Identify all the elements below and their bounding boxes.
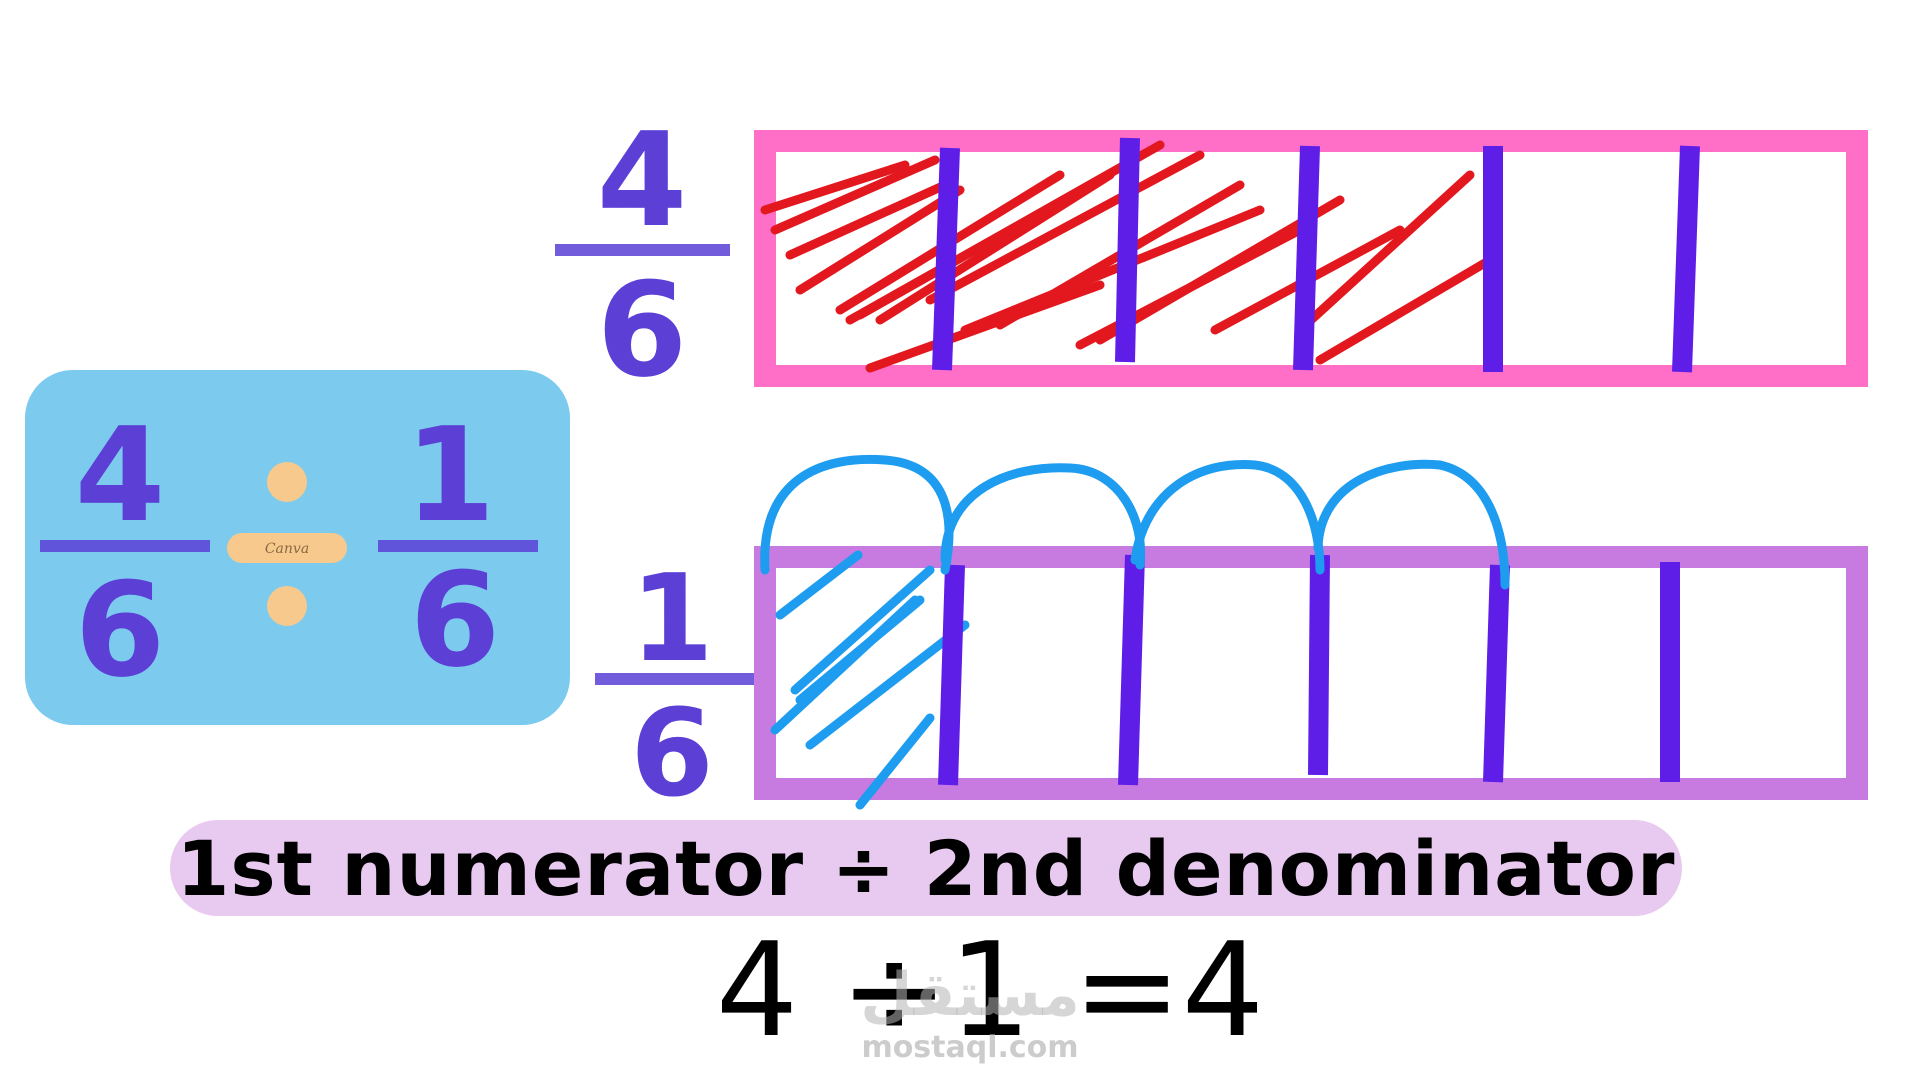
card-right-fraction-bar	[378, 540, 538, 552]
card-right-numerator: 1	[405, 399, 495, 551]
rule-text: 1st numerator ÷ 2nd denominator	[176, 823, 1676, 913]
canva-badge: Canva	[265, 541, 309, 557]
result-equation: 4 ÷1 =4	[715, 914, 1265, 1066]
top-fraction-denominator: 6	[597, 254, 687, 406]
jump-arc-2	[940, 463, 1146, 570]
top-fraction-numerator: 4	[597, 104, 687, 256]
card-left-denominator: 6	[75, 554, 165, 706]
card-left-fraction-bar	[40, 540, 210, 552]
jump-arc-3	[1130, 459, 1325, 575]
jump-arc-4	[1313, 459, 1510, 590]
red-scribble-shading	[760, 140, 1495, 373]
card-left-numerator: 4	[75, 399, 165, 551]
top-fraction-strip	[754, 130, 1868, 387]
bottom-strip-dividers	[938, 554, 1680, 786]
divide-bar	[227, 533, 347, 563]
top-fraction-bar	[555, 244, 730, 256]
bottom-fraction-numerator: 1	[630, 550, 714, 689]
top-strip-dividers	[932, 137, 1700, 373]
card-right-denominator: 6	[410, 544, 500, 696]
bottom-fraction-bar	[595, 673, 755, 685]
rule-banner: 1st numerator ÷ 2nd denominator	[170, 820, 1682, 916]
blue-hatch-shading	[770, 550, 970, 810]
bottom-fraction-denominator: 6	[630, 685, 714, 824]
divide-dot-bottom	[267, 586, 307, 626]
divide-dot-top	[267, 462, 307, 502]
jump-arcs	[760, 454, 1510, 590]
